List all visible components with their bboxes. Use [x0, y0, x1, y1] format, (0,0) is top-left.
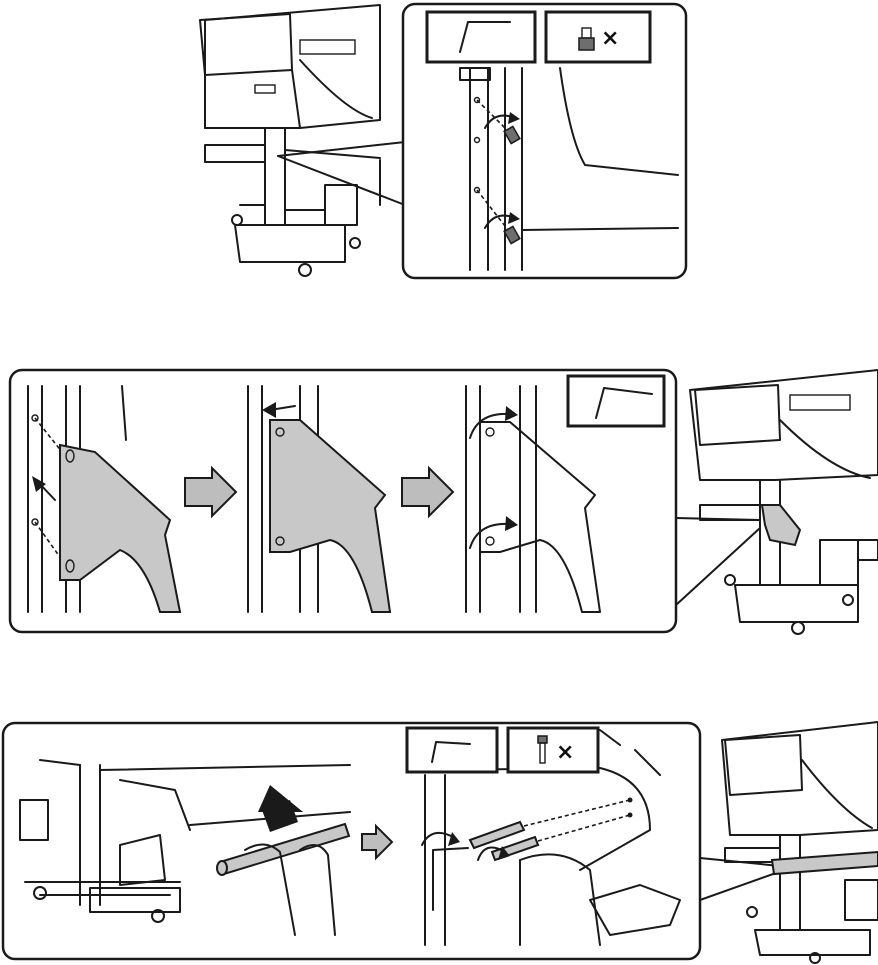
step-1-bolt-quantity: × [601, 26, 619, 51]
step-1-tool-box-2 [546, 12, 650, 62]
printer-overview-2 [690, 370, 878, 634]
step-1-tool-box-1 [427, 12, 535, 62]
step-3 [3, 722, 878, 963]
printer-overview-3 [722, 722, 878, 963]
step-3-screw-quantity: × [556, 740, 574, 765]
step-3-tool-box-2 [508, 728, 598, 772]
step-2-tool-box [568, 376, 664, 426]
printer-overview-1 [200, 5, 425, 276]
step-2 [10, 370, 878, 634]
step-3-tool-box-1 [407, 728, 497, 772]
